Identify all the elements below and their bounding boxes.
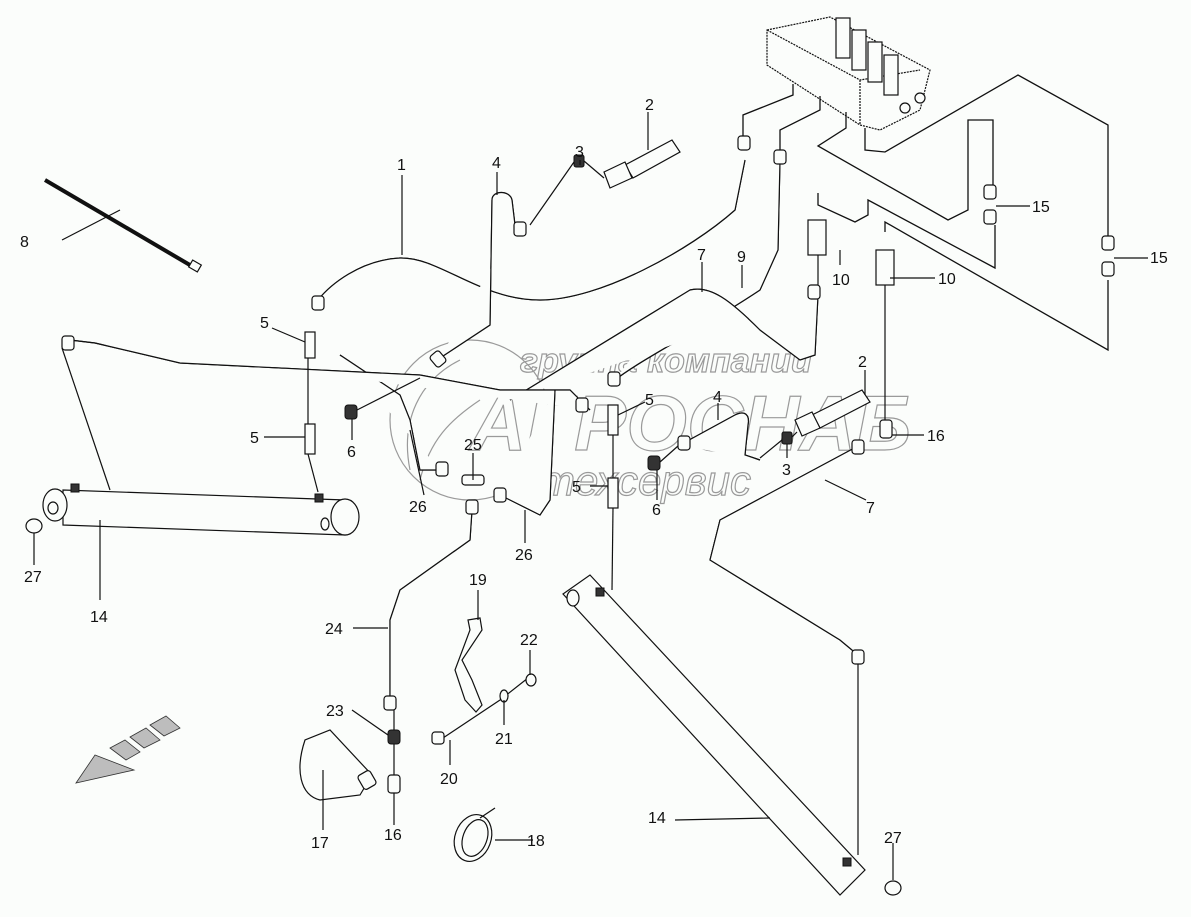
valve-block bbox=[766, 16, 931, 131]
callout-15: 15 bbox=[1150, 250, 1168, 267]
callout-25: 25 bbox=[464, 437, 482, 454]
callout-14: 14 bbox=[90, 609, 108, 626]
callout-9: 9 bbox=[737, 249, 746, 266]
hose-clamp bbox=[453, 807, 496, 862]
callout-7: 7 bbox=[697, 247, 706, 264]
callout-23: 23 bbox=[326, 703, 344, 720]
callout-27: 27 bbox=[24, 569, 42, 586]
callout-10: 10 bbox=[832, 272, 850, 289]
fittings bbox=[61, 135, 1115, 794]
callout-3: 3 bbox=[782, 462, 791, 479]
cylinder-right bbox=[562, 574, 902, 896]
callout-16: 16 bbox=[927, 428, 945, 445]
callout-22: 22 bbox=[520, 632, 538, 649]
callout-1: 1 bbox=[397, 157, 406, 174]
connection-lines bbox=[61, 160, 886, 855]
watermark-line3: техсервис bbox=[540, 457, 751, 504]
callout-5: 5 bbox=[645, 392, 654, 409]
callout-8: 8 bbox=[20, 234, 29, 251]
callout-20: 20 bbox=[440, 771, 458, 788]
cable-tie-head bbox=[187, 259, 203, 273]
cable-tie bbox=[43, 178, 197, 270]
callout-6: 6 bbox=[347, 444, 356, 461]
callout-18: 18 bbox=[527, 833, 545, 850]
callout-3: 3 bbox=[575, 144, 584, 161]
callout-5: 5 bbox=[260, 315, 269, 332]
callout-10: 10 bbox=[938, 271, 956, 288]
accumulators bbox=[603, 139, 871, 437]
callout-14: 14 bbox=[648, 810, 666, 827]
callout-6: 6 bbox=[652, 502, 661, 519]
callout-26: 26 bbox=[515, 547, 533, 564]
filter-housing bbox=[299, 729, 377, 801]
callout-16: 16 bbox=[384, 827, 402, 844]
callout-leaders bbox=[33, 112, 1148, 880]
callout-4: 4 bbox=[713, 389, 722, 406]
cylinder-left bbox=[25, 483, 360, 536]
callout-26: 26 bbox=[409, 499, 427, 516]
callout-19: 19 bbox=[469, 572, 487, 589]
callout-2: 2 bbox=[858, 354, 867, 371]
callout-2: 2 bbox=[645, 97, 654, 114]
callout-24: 24 bbox=[325, 621, 343, 638]
callout-5: 5 bbox=[250, 430, 259, 447]
front-direction-arrow bbox=[75, 715, 181, 784]
callout-17: 17 bbox=[311, 835, 329, 852]
bracket-assembly bbox=[431, 617, 537, 745]
pipes bbox=[69, 159, 861, 700]
callout-15: 15 bbox=[1032, 199, 1050, 216]
callout-5: 5 bbox=[572, 479, 581, 496]
callout-21: 21 bbox=[495, 731, 513, 748]
schematic-lines bbox=[742, 74, 1109, 352]
callout-7: 7 bbox=[866, 500, 875, 517]
callout-4: 4 bbox=[492, 155, 501, 172]
callouts: 1 2 2 3 3 4 4 5 5 5 5 6 6 7 7 8 9 10 10 … bbox=[20, 97, 1168, 852]
callout-27: 27 bbox=[884, 830, 902, 847]
